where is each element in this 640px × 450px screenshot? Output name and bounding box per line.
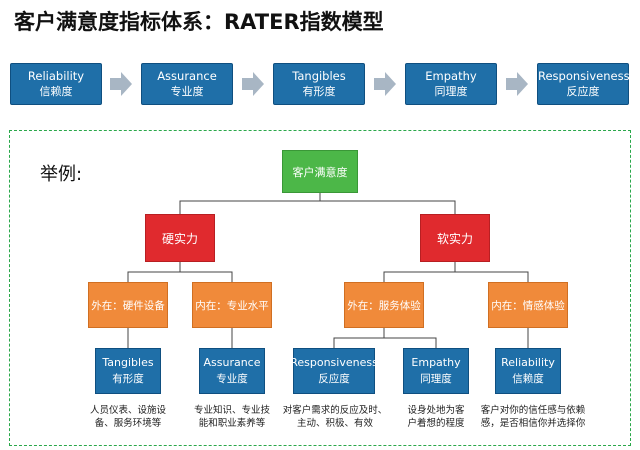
example-label: 举例: — [40, 164, 83, 185]
leaf-empathy: Empathy 同理度 — [403, 348, 469, 394]
leaf-label-en: Empathy — [411, 356, 461, 369]
leaf-description: 设身处地为客 户着想的程度 — [396, 404, 476, 430]
external-hardware-node: 外在：硬件设备 — [88, 282, 168, 328]
top-box-responsiveness: Responsiveness 反应度 — [537, 63, 630, 105]
connector-line — [179, 193, 321, 214]
description-line: 能和职业素养等 — [198, 418, 266, 429]
connector-line — [333, 328, 385, 348]
external-service-node: 外在：服务体验 — [344, 282, 424, 328]
top-box-label-cn: 反应度 — [566, 85, 600, 98]
leaf-description: 人员仪表、设施设 备、服务环境等 — [78, 404, 178, 430]
leaf-label-cn: 专业度 — [216, 373, 248, 385]
leaf-description: 专业知识、专业技 能和职业素养等 — [182, 404, 282, 430]
description-line: 专业知识、专业技 — [193, 405, 270, 416]
leaf-reliability: Reliability 信赖度 — [495, 348, 561, 394]
leaf-tangibles: Tangibles 有形度 — [95, 348, 161, 394]
leaf-responsiveness: Responsiveness 反应度 — [290, 348, 378, 394]
description-line: 对客户需求的反应及时、 — [282, 405, 388, 416]
example-frame — [9, 130, 631, 446]
description-line: 户着想的程度 — [407, 418, 465, 429]
connector-line — [383, 262, 456, 282]
soft-power-node: 软实力 — [420, 214, 490, 262]
right-arrow-icon — [110, 72, 132, 96]
top-box-tangibles: Tangibles 有形度 — [273, 63, 365, 105]
leaf-label-en: Assurance — [203, 356, 261, 369]
connector-line — [455, 271, 529, 282]
description-line: 设身处地为客 — [407, 405, 465, 416]
top-box-reliability: Reliability 信赖度 — [10, 63, 102, 105]
leaf-label-en: Tangibles — [102, 356, 154, 369]
right-arrow-icon — [506, 72, 528, 96]
leaf-assurance: Assurance 专业度 — [199, 348, 265, 394]
hard-power-node: 硬实力 — [145, 214, 215, 262]
top-box-label-en: Reliability — [27, 69, 85, 83]
leaf-description: 对客户需求的反应及时、 主动、积极、有效 — [280, 404, 390, 430]
description-line: 感，是否相信你并选择你 — [480, 418, 586, 429]
leaf-label-en: Reliability — [501, 356, 555, 369]
description-line: 客户对你的信任感与依赖 — [480, 405, 586, 416]
description-line: 主动、积极、有效 — [296, 418, 373, 429]
top-box-empathy: Empathy 同理度 — [405, 63, 497, 105]
top-box-assurance: Assurance 专业度 — [141, 63, 233, 105]
top-box-label-cn: 同理度 — [434, 85, 468, 98]
top-box-label-cn: 有形度 — [302, 85, 336, 98]
connector-line — [384, 337, 437, 348]
connector-line — [180, 271, 233, 282]
internal-expertise-node: 内在：专业水平 — [192, 282, 272, 328]
right-arrow-icon — [374, 72, 396, 96]
top-box-label-cn: 信赖度 — [39, 85, 73, 98]
top-box-label-cn: 专业度 — [170, 85, 204, 98]
top-box-label-en: Responsiveness — [538, 69, 630, 83]
description-line: 人员仪表、设施设 — [89, 405, 166, 416]
connector-line — [320, 200, 456, 214]
connector-line — [127, 262, 181, 282]
leaf-label-cn: 同理度 — [420, 373, 452, 385]
leaf-label-en: Responsiveness — [290, 356, 378, 369]
page-title: 客户满意度指标体系：RATER指数模型 — [14, 10, 384, 34]
top-box-label-en: Assurance — [157, 69, 217, 83]
leaf-label-cn: 信赖度 — [512, 373, 544, 385]
description-line: 备、服务环境等 — [94, 418, 162, 429]
leaf-label-cn: 反应度 — [318, 373, 350, 385]
internal-emotion-node: 内在：情感体验 — [488, 282, 568, 328]
root-node: 客户满意度 — [282, 150, 358, 193]
top-box-label-en: Tangibles — [292, 69, 346, 83]
leaf-label-cn: 有形度 — [112, 373, 144, 385]
right-arrow-icon — [242, 72, 264, 96]
leaf-description: 客户对你的信任感与依赖 感，是否相信你并选择你 — [474, 404, 592, 430]
top-box-label-en: Empathy — [425, 69, 477, 83]
